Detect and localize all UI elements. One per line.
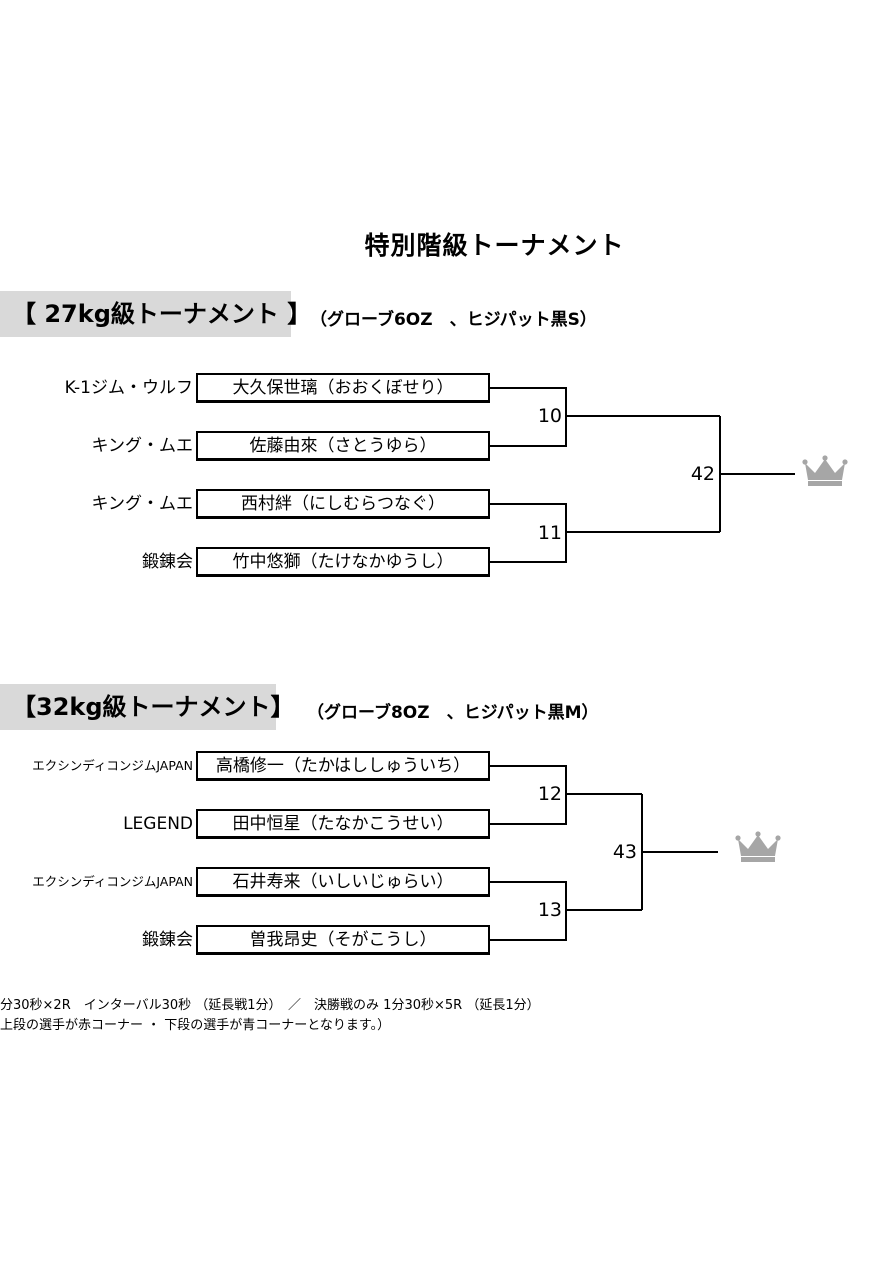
tournament-1-header: 【 27kg級トーナメント 】 bbox=[0, 291, 311, 337]
entry-row: 鍛錬会 竹中悠獅（たけなかゆうし） bbox=[0, 547, 490, 577]
entry-row: キング・ムエ 西村絆（にしむらつなぐ） bbox=[0, 489, 490, 519]
crown-icon bbox=[735, 831, 781, 862]
match-number: 10 bbox=[537, 405, 562, 427]
club-name: LEGEND bbox=[123, 814, 193, 834]
fighter-name-box: 竹中悠獅（たけなかゆうし） bbox=[196, 547, 490, 577]
fighter-name-box: 佐藤由來（さとうゆら） bbox=[196, 431, 490, 461]
tournament-1-spec: （グローブ6OZ 、ヒジパット黒S） bbox=[310, 310, 597, 330]
rules-note-line: 分30秒×2R インターバル30秒 （延長戦1分） ／ 決勝戦のみ 1分30秒×… bbox=[0, 998, 540, 1013]
entry-row: LEGEND 田中恒星（たなかこうせい） bbox=[0, 809, 490, 839]
crown-icon bbox=[802, 455, 848, 486]
tournament-2-spec: （グローブ8OZ 、ヒジパット黒M） bbox=[307, 703, 599, 723]
rules-notes: 分30秒×2R インターバル30秒 （延長戦1分） ／ 決勝戦のみ 1分30秒×… bbox=[0, 996, 540, 1036]
match-number: 43 bbox=[612, 841, 637, 863]
match-number: 42 bbox=[690, 463, 715, 485]
club-name: キング・ムエ bbox=[91, 436, 194, 456]
fighter-name-box: 曽我昂史（そがこうし） bbox=[196, 925, 490, 955]
fighter-name-box: 田中恒星（たなかこうせい） bbox=[196, 809, 490, 839]
match-number: 11 bbox=[537, 522, 562, 544]
club-name: エクシンディコンジムJAPAN bbox=[32, 758, 193, 773]
club-name: 鍛錬会 bbox=[142, 552, 193, 572]
entry-row: 鍛錬会 曽我昂史（そがこうし） bbox=[0, 925, 490, 955]
fighter-name-box: 高橋修一（たかはししゅういち） bbox=[196, 751, 490, 781]
fighter-name-box: 西村絆（にしむらつなぐ） bbox=[196, 489, 490, 519]
entry-row: エクシンディコンジムJAPAN 高橋修一（たかはししゅういち） bbox=[0, 751, 490, 781]
entry-row: キング・ムエ 佐藤由來（さとうゆら） bbox=[0, 431, 490, 461]
club-name: K-1ジム・ウルフ bbox=[64, 378, 193, 398]
tournament-2-header: 【32kg級トーナメント】 bbox=[0, 684, 295, 730]
fighter-name-box: 大久保世璃（おおくぼせり） bbox=[196, 373, 490, 403]
fighter-name-box: 石井寿来（いしいじゅらい） bbox=[196, 867, 490, 897]
page-title: 特別階級トーナメント bbox=[364, 231, 625, 260]
club-name: エクシンディコンジムJAPAN bbox=[32, 874, 193, 889]
club-name: キング・ムエ bbox=[91, 494, 194, 514]
match-number: 12 bbox=[537, 783, 562, 805]
entry-row: エクシンディコンジムJAPAN 石井寿来（いしいじゅらい） bbox=[0, 867, 490, 897]
rules-note-line: 上段の選手が赤コーナー ・ 下段の選手が青コーナーとなります。） bbox=[0, 1018, 391, 1033]
match-number: 13 bbox=[537, 899, 562, 921]
club-name: 鍛錬会 bbox=[142, 930, 193, 950]
entry-row: K-1ジム・ウルフ 大久保世璃（おおくぼせり） bbox=[0, 373, 490, 403]
